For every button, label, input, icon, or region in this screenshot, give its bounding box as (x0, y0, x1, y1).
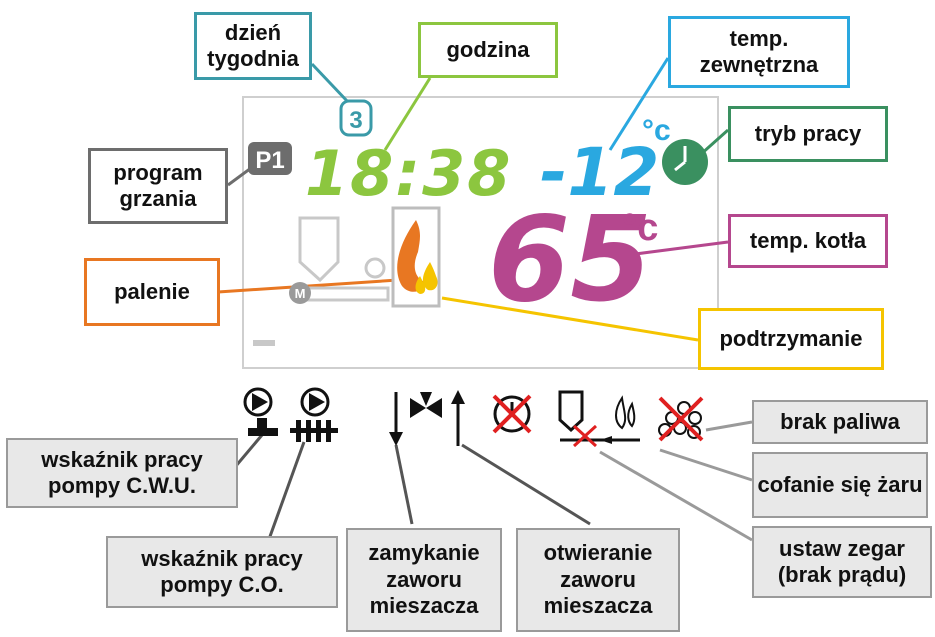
leader-boiler-temp (619, 240, 729, 258)
program-badge (248, 142, 292, 175)
leader-outside-temp (608, 57, 670, 151)
label-opening-valve: otwieranie zaworu mieszacza (516, 528, 680, 632)
label-sustain: podtrzymanie (698, 308, 884, 370)
boiler-temp-unit: °c (622, 207, 658, 249)
leader-flame-back (659, 448, 753, 482)
clock-crossed-icon (492, 394, 532, 434)
label-dhw-pump: wskaźnik pracy pompy C.W.U. (6, 438, 238, 508)
leader-ch-pump (266, 441, 306, 543)
sustain-flame-icon (422, 262, 438, 291)
flame-back-icon (558, 390, 640, 448)
label-flame-back: cofanie się żaru (752, 452, 928, 518)
leader-set-clock (599, 450, 753, 542)
no-fuel-icon (658, 396, 704, 442)
label-boiler-temp: temp. kotła (728, 214, 888, 268)
boiler-temp-readout: 65 (488, 190, 652, 328)
outside-temp-unit: °c (642, 114, 671, 147)
svg-text:M: M (295, 286, 306, 301)
label-day-of-week: dzień tygodnia (194, 12, 312, 80)
time-readout: 18:38 (305, 137, 512, 210)
ch-pump-icon (290, 387, 338, 442)
closing-valve-arrow-icon (389, 392, 403, 446)
leader-closing-valve (394, 444, 414, 525)
clock-icon (662, 139, 708, 185)
leader-no-fuel (705, 420, 753, 432)
mixing-valve-icon (410, 392, 442, 418)
outside-temp-readout: -12 (540, 134, 659, 211)
leader-hour (383, 77, 432, 151)
lcd-panel (242, 96, 719, 369)
motor-icon: M (289, 282, 311, 304)
label-mode: tryb pracy (728, 106, 888, 162)
label-ch-pump: wskaźnik pracy pompy C.O. (106, 536, 338, 608)
label-hour: godzina (418, 22, 558, 78)
hopper-icon (298, 216, 390, 302)
label-burning: palenie (84, 258, 220, 326)
flame-icon (397, 220, 428, 292)
label-set-clock: ustaw zegar (brak prądu) (752, 526, 932, 598)
dhw-pump-icon (243, 387, 278, 436)
label-heating-program: program grzania (88, 148, 228, 224)
sustain-flame-small-icon (415, 276, 426, 294)
label-no-fuel: brak paliwa (752, 400, 928, 444)
opening-valve-arrow-icon (451, 390, 465, 446)
leader-day (310, 62, 350, 104)
leader-sustain (441, 296, 699, 342)
label-closing-valve: zamykanie zaworu mieszacza (346, 528, 502, 632)
day-number: 3 (349, 107, 362, 134)
status-bar (253, 340, 275, 346)
program-text: P1 (255, 147, 284, 174)
label-outside-temp: temp. zewnętrzna (668, 16, 850, 88)
leader-opening-valve (461, 443, 591, 526)
day-indicator-frame (339, 99, 373, 137)
